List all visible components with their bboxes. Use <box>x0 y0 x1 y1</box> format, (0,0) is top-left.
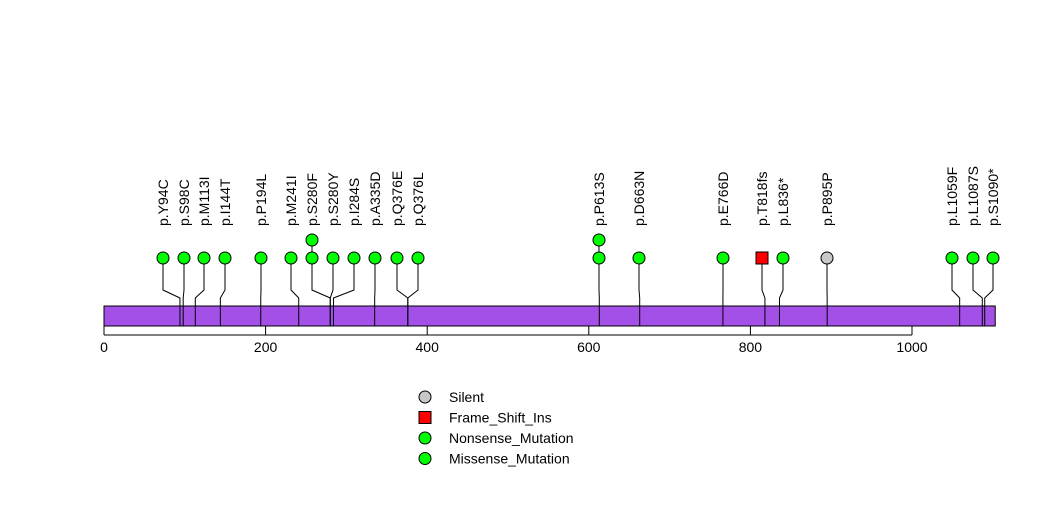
mutation-p.S280F: p.S280F <box>304 173 331 326</box>
mutation-label: p.L1087S <box>965 166 981 226</box>
mutation-label: p.Q376L <box>410 172 426 226</box>
mutation-marker <box>305 251 319 265</box>
mutation-p.M113I: p.M113I <box>194 176 212 326</box>
mutation-marker <box>156 251 170 265</box>
mutation-label: p.I284S <box>346 178 362 226</box>
mutation-label: p.I144T <box>217 178 233 226</box>
mutation-label: p.Q376E <box>389 171 405 226</box>
x-tick-label: 400 <box>416 339 440 355</box>
mutation-label: p.A335D <box>367 172 383 226</box>
mutation-marker <box>368 251 382 265</box>
legend-label: Silent <box>449 389 484 405</box>
mutation-p.S98C: p.S98C <box>176 179 192 326</box>
legend-marker <box>418 411 432 424</box>
mutation-stem <box>761 258 766 326</box>
mutation-p.L836*: p.L836* <box>775 177 791 326</box>
mutation-marker <box>966 251 980 265</box>
mutation-label: p.D663N <box>631 171 647 226</box>
mutation-marker <box>197 251 211 265</box>
mutation-label: p.L1059F <box>944 167 960 226</box>
mutation-label: p.M113I <box>196 176 212 226</box>
mutation-label: p.P613S <box>591 172 607 226</box>
legend-label: Missense_Mutation <box>449 451 570 467</box>
mutation-marker <box>986 251 1000 265</box>
x-tick-label: 600 <box>577 339 601 355</box>
mutation-p.I284S: p.I284S <box>332 178 362 326</box>
mutation-p.Q376L: p.Q376L <box>407 172 426 326</box>
mutation-p.L1087S: p.L1087S <box>965 166 983 326</box>
mutation-marker <box>776 251 790 265</box>
mutation-p.M241I: p.M241I <box>283 175 300 326</box>
mutation-label: p.L836* <box>775 177 791 226</box>
mutation-stem <box>194 258 205 326</box>
mutation-marker <box>755 251 769 265</box>
x-tick-label: 800 <box>739 339 763 355</box>
mutation-marker <box>820 251 834 265</box>
mutation-p.Q376E: p.Q376E <box>389 171 409 326</box>
mutation-label: p.S1090* <box>985 168 1001 226</box>
mutation-stem <box>332 258 355 326</box>
mutation-label: p.M241I <box>283 175 299 226</box>
mutation-stem <box>290 258 300 326</box>
mutation-stem <box>219 258 226 326</box>
x-tick-label: 1000 <box>896 339 927 355</box>
mutation-stem <box>638 258 641 326</box>
mutation-marker <box>592 233 606 247</box>
mutation-marker <box>347 251 361 265</box>
x-tick-label: 0 <box>100 339 108 355</box>
mutation-stem <box>984 258 994 326</box>
mutation-marker <box>945 251 959 265</box>
legend-label: Frame_Shift_Ins <box>449 410 552 426</box>
mutation-marker <box>592 251 606 265</box>
mutation-label: p.T818fs <box>754 172 770 226</box>
legend-marker <box>418 452 432 465</box>
mutation-p.D663N: p.D663N <box>631 171 647 326</box>
mutation-label: p.Y94C <box>155 179 171 226</box>
mutation-label: p.S98C <box>176 179 192 226</box>
mutation-marker <box>254 251 268 265</box>
legend-marker <box>418 431 432 445</box>
mutation-marker <box>218 251 232 265</box>
mutation-label: p.P895P <box>819 172 835 226</box>
mutation-label: p.S280Y <box>325 172 341 226</box>
mutation-stem <box>778 258 784 326</box>
mutation-label: p.S280F <box>304 173 320 226</box>
mutation-label: p.P194L <box>253 174 269 226</box>
mutation-label: p.E766D <box>715 172 731 226</box>
mutation-marker <box>326 251 340 265</box>
mutation-p.T818fs: p.T818fs <box>754 172 770 326</box>
mutation-stem <box>162 258 181 326</box>
mutation-marker <box>305 233 319 247</box>
mutation-p.S280Y: p.S280Y <box>325 172 341 326</box>
mutation-p.P194L: p.P194L <box>253 174 269 326</box>
x-tick-label: 200 <box>254 339 278 355</box>
mutation-stem <box>182 258 185 326</box>
mutation-marker <box>177 251 191 265</box>
mutation-p.I144T: p.I144T <box>217 178 233 326</box>
mutation-marker <box>390 251 404 265</box>
mutation-marker <box>716 251 730 265</box>
mutation-marker <box>284 251 298 265</box>
mutation-marker <box>411 251 425 265</box>
mutation-stem <box>972 258 983 326</box>
mutation-stem <box>951 258 961 326</box>
legend-marker <box>418 390 432 404</box>
legend-label: Nonsense_Mutation <box>449 430 574 446</box>
mutation-p.A335D: p.A335D <box>367 172 383 326</box>
mutation-marker <box>632 251 646 265</box>
mutation-p.S1090*: p.S1090* <box>984 168 1001 326</box>
mutation-stem <box>407 258 419 326</box>
mutation-p.Y94C: p.Y94C <box>155 179 181 326</box>
mutation-p.P613S: p.P613S <box>591 172 607 326</box>
mutation-p.P895P: p.P895P <box>819 172 835 326</box>
mutation-p.E766D: p.E766D <box>715 172 731 326</box>
mutation-stem <box>329 258 334 326</box>
protein-bar <box>103 305 996 327</box>
mutation-p.L1059F: p.L1059F <box>944 167 961 326</box>
